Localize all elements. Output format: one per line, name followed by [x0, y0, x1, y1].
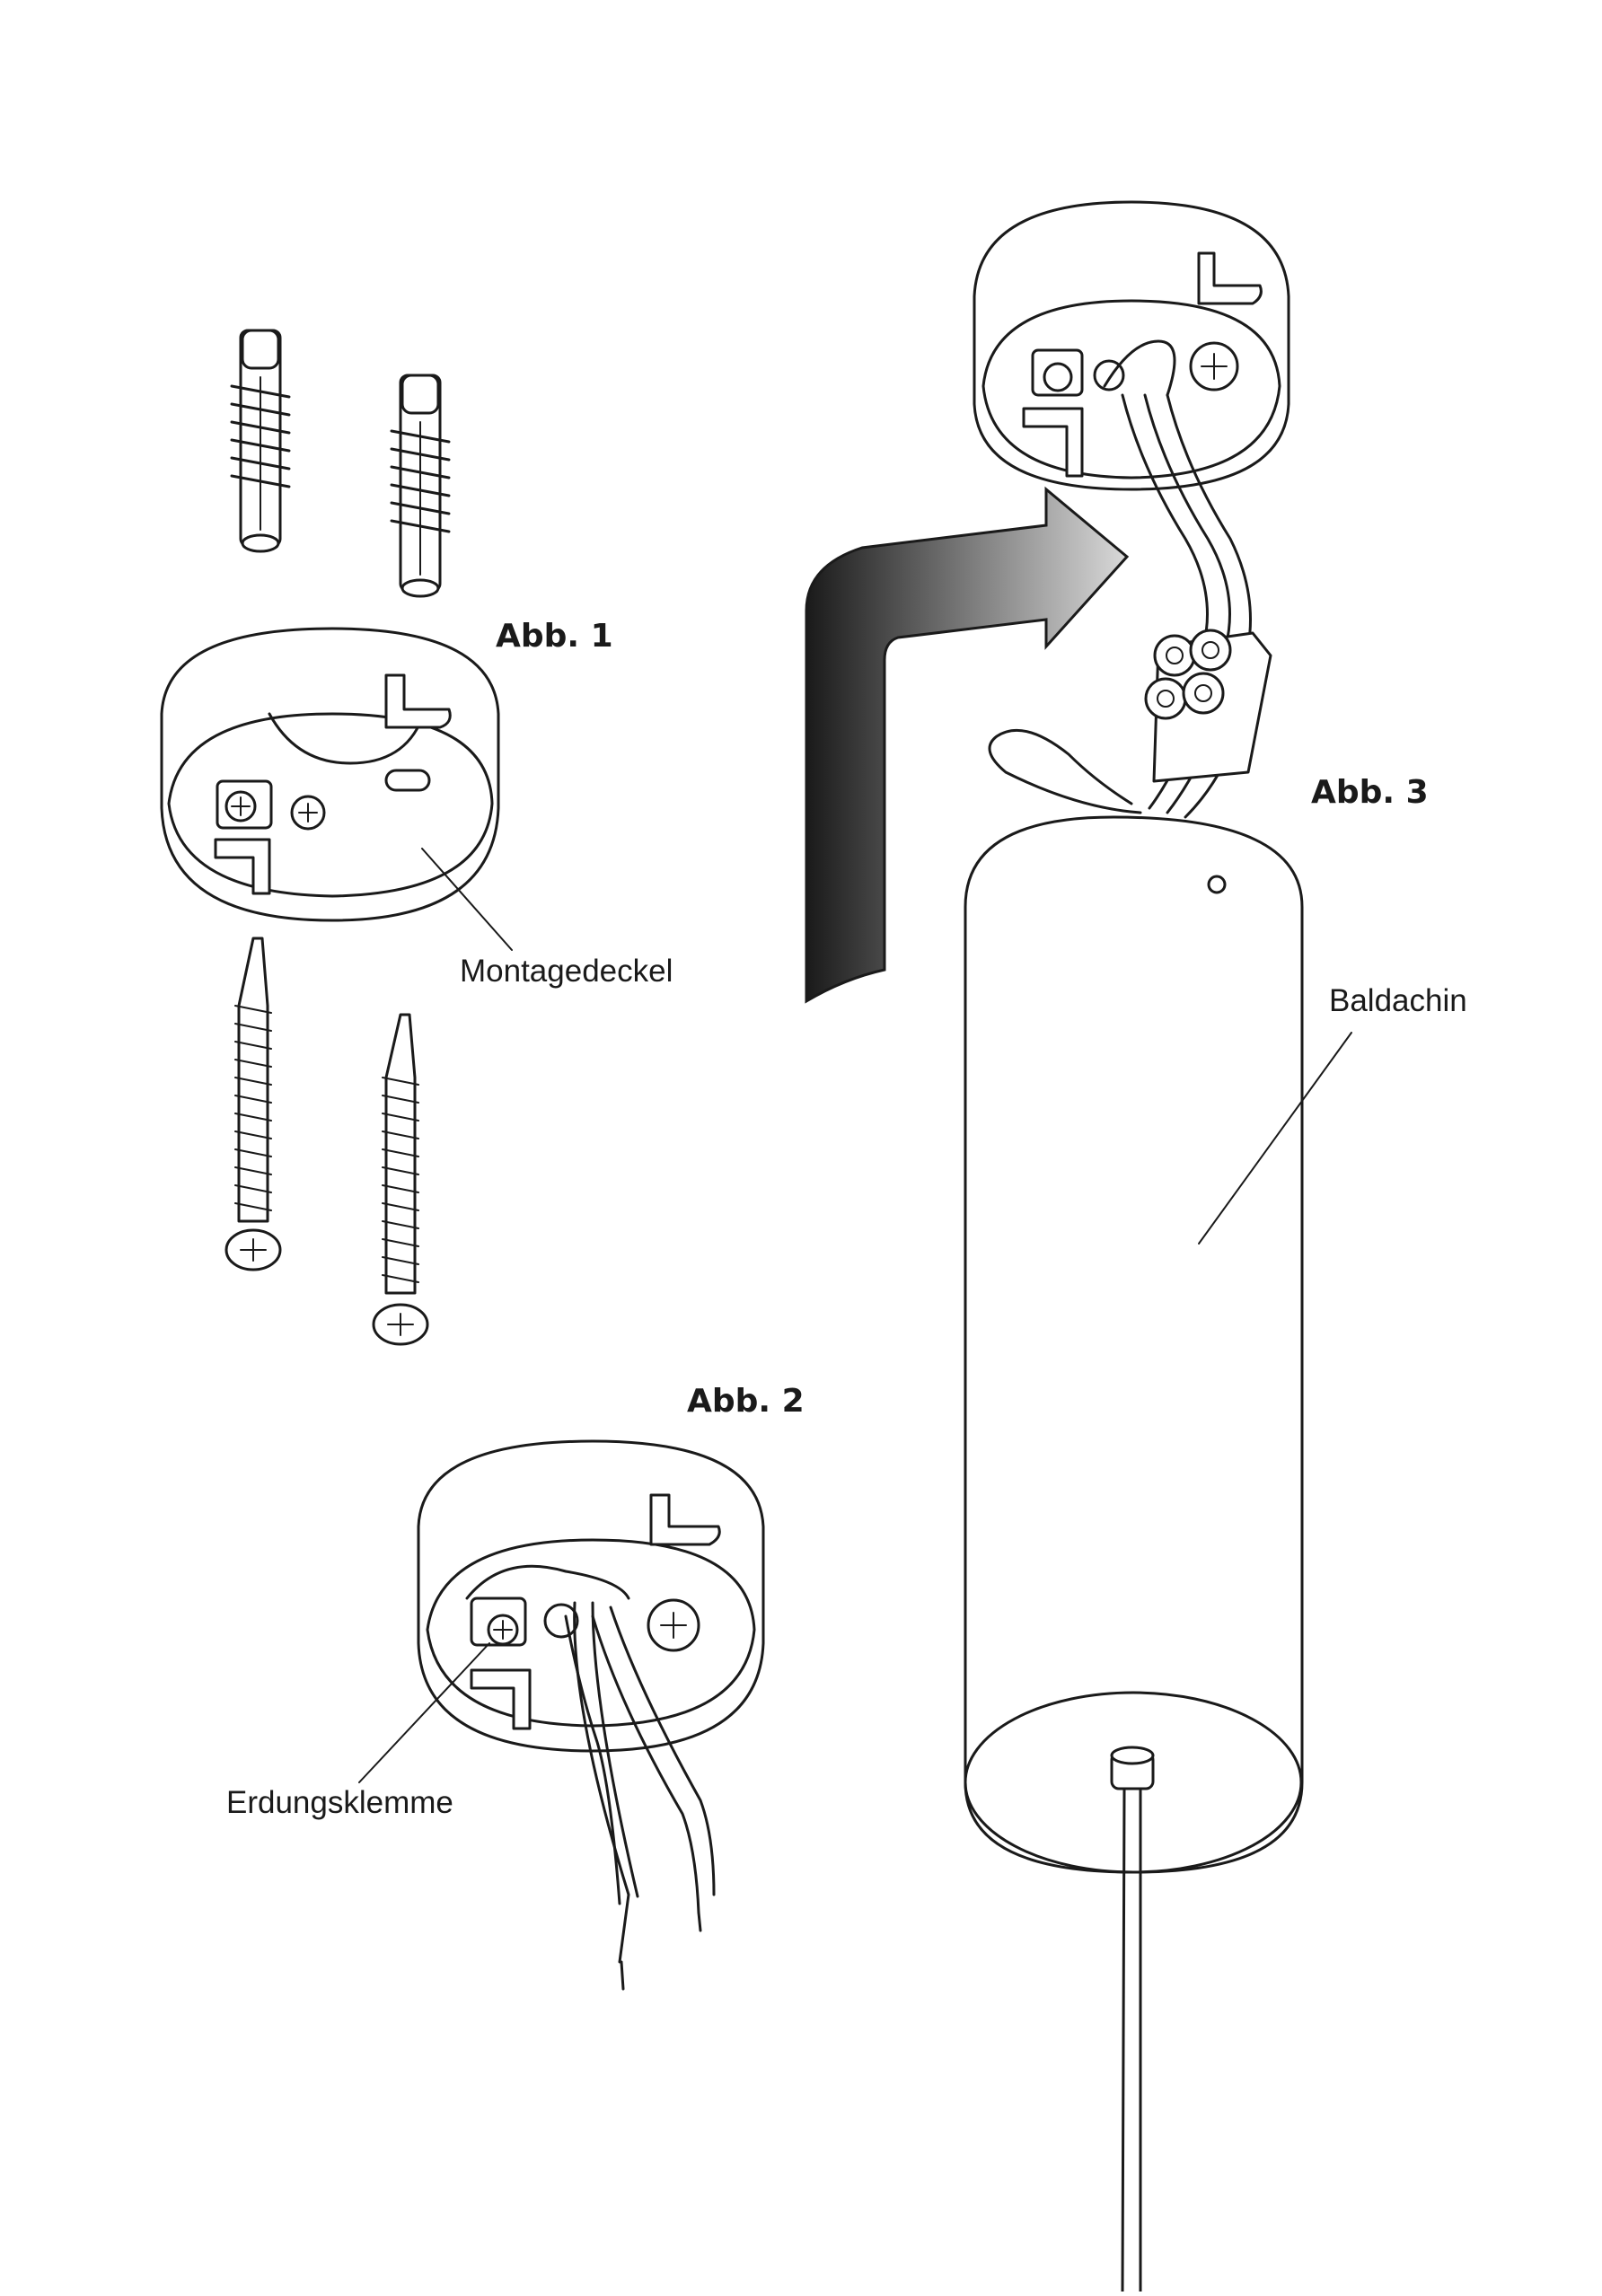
mounting-plate-1: [160, 627, 500, 922]
terminal-block: [1144, 629, 1272, 783]
figure-3-label: Abb. 3: [1311, 774, 1429, 811]
mounting-plate-leader: [421, 848, 513, 951]
direction-arrow: [805, 486, 1130, 1004]
screw-right: [372, 1013, 429, 1346]
wall-plug-right: [390, 374, 451, 598]
canopy-cylinder: [964, 815, 1304, 2293]
figure-1-label: Abb. 1: [496, 618, 613, 655]
canopy-callout: Baldachin: [1329, 983, 1467, 1018]
mounting-plate-callout: Montagedeckel: [460, 954, 673, 989]
figure-2-label: Abb. 2: [687, 1383, 805, 1420]
ground-terminal-leader: [358, 1642, 490, 1783]
canopy-leader: [1198, 1032, 1352, 1245]
wall-plug-left: [230, 329, 291, 553]
ground-terminal-callout: Erdungsklemme: [226, 1785, 453, 1820]
screw-left: [224, 937, 282, 1271]
mounting-plate-3: [973, 200, 1290, 491]
mounting-plate-2: [417, 1439, 765, 1991]
